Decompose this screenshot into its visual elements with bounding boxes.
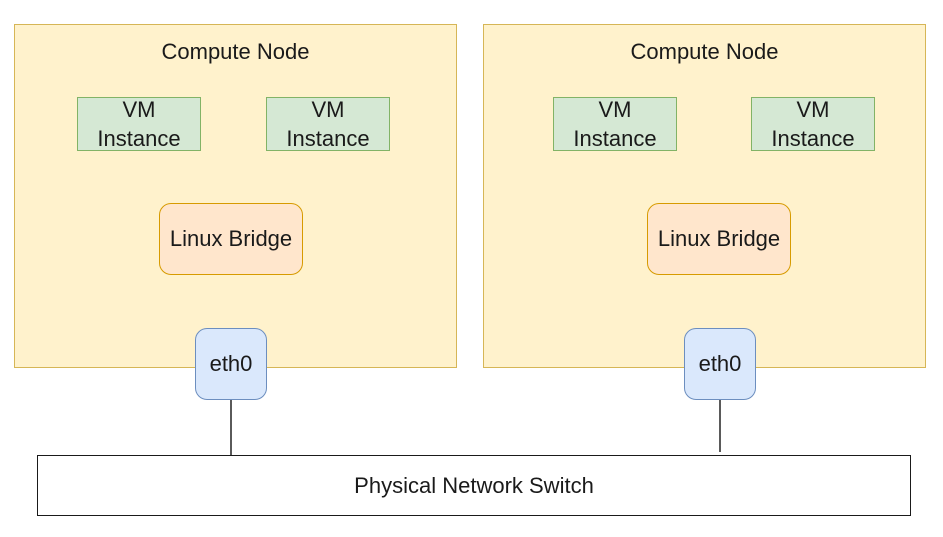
vm-label-line2: Instance [771,126,855,151]
compute-node-title: Compute Node [161,39,310,64]
linux-bridge-box: Linux Bridge [159,203,303,275]
compute-node-2: Compute Node [483,24,926,368]
compute-node-title: Compute Node [630,39,779,64]
vm-label-line2: Instance [573,126,657,151]
vm-label-line1: VM [598,97,632,122]
vm-label-line1: VM [122,97,156,122]
vm-instance-box: VM Instance [77,97,201,151]
vm-label-line2: Instance [97,126,181,151]
vm-instance-box: VM Instance [751,97,875,151]
nic-eth0-box: eth0 [684,328,756,400]
physical-switch-box: Physical Network Switch [37,455,911,516]
vm-label-line1: VM [311,97,345,122]
linux-bridge-box: Linux Bridge [647,203,791,275]
compute-node-1: Compute Node [14,24,457,368]
vm-label-line2: Instance [286,126,370,151]
vm-label-line1: VM [796,97,830,122]
vm-instance-box: VM Instance [553,97,677,151]
vm-instance-box: VM Instance [266,97,390,151]
nic-eth0-box: eth0 [195,328,267,400]
